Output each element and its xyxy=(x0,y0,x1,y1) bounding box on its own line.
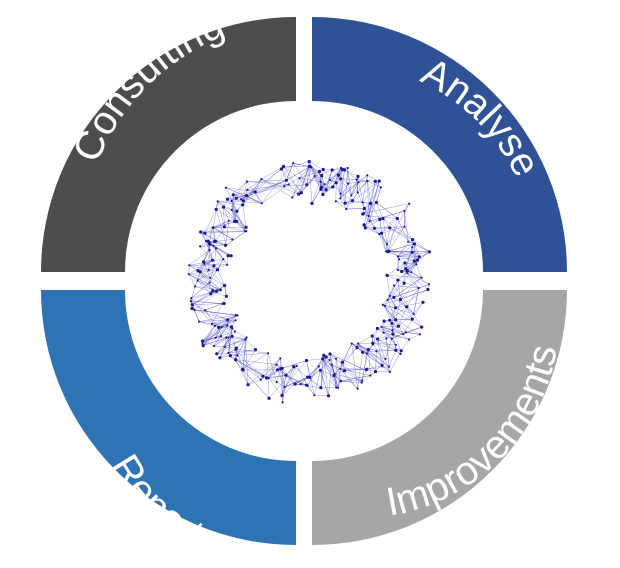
network-ring-graphic xyxy=(187,160,431,404)
segment-consulting xyxy=(41,17,296,272)
network-nodes xyxy=(187,160,431,404)
segment-improvements xyxy=(312,290,567,545)
network-edges xyxy=(188,161,430,403)
segment-report xyxy=(41,290,296,545)
segment-analyse xyxy=(312,17,567,272)
